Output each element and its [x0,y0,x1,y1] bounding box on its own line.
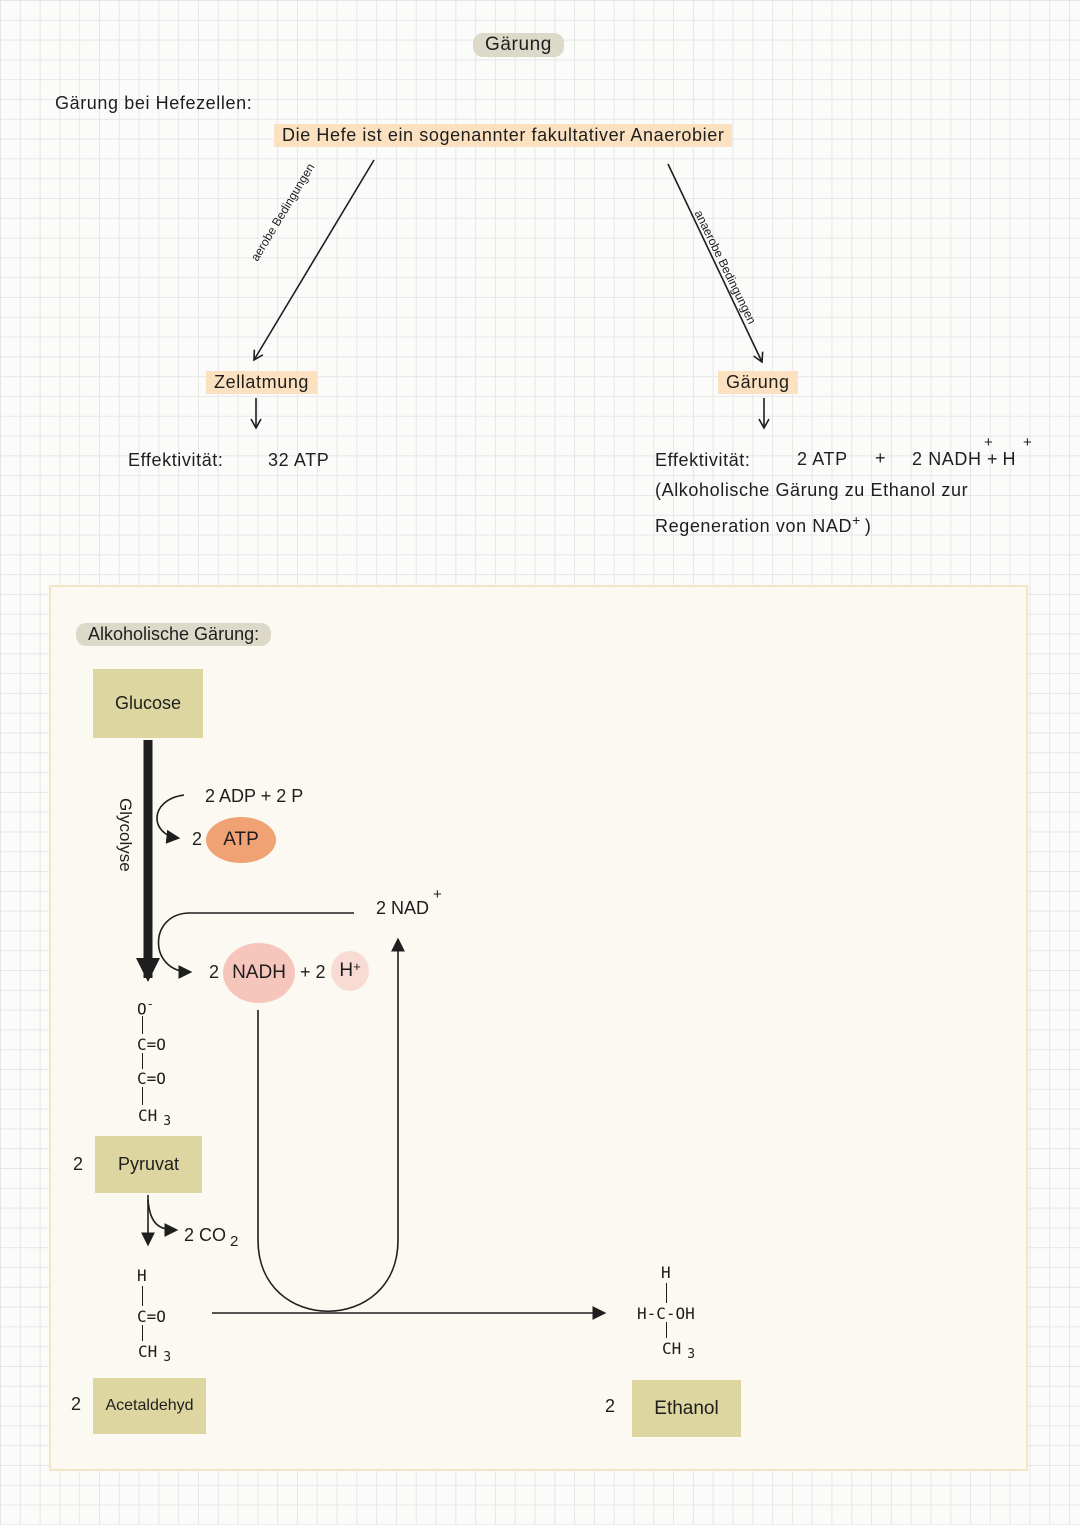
note-line2-charge: + [852,512,861,528]
acetaldehyde-ch-sub: 3 [163,1350,172,1366]
anaerobic-arrow [667,163,764,364]
bond-line [142,1053,143,1069]
nadh-return-loop [257,937,405,1312]
acetaldehyde-carbonyl: C=O [137,1307,166,1326]
glycolysis-label: Glycolyse [116,798,135,872]
note-line2-prefix: Regeneration von NAD [655,516,853,536]
nad-charge: + [433,886,442,903]
co2-text: 2 CO [184,1225,227,1245]
pyruvate-ch-sub: 3 [163,1114,172,1130]
pyruvate-coefficient: 2 [73,1154,84,1174]
acetaldehyde-label: Acetaldehyd [105,1397,194,1414]
anaerobic-nadh-charge: + [984,434,993,451]
pyruvate-o-label: O [137,999,147,1019]
pyruvate-box: Pyruvat [95,1136,202,1193]
bond-line [142,1016,143,1034]
glucose-box: Glucose [93,669,203,738]
glucose-label: Glucose [114,693,182,713]
bond-line [142,1087,143,1105]
atp-label: ATP [223,829,259,850]
bond-line [666,1283,667,1303]
pyruvate-carbonyl-1: C=O [137,1035,166,1054]
acetaldehyde-box: Acetaldehyd [93,1378,206,1434]
anaerobic-plus-h: + H [987,449,1016,469]
bond-line [142,1286,143,1306]
gaerung-label: Gärung [718,371,798,394]
pyruvate-methyl: CH 3 [138,1106,171,1129]
pyruvate-label: Pyruvat [117,1154,180,1174]
ethanol-box: Ethanol [632,1380,741,1437]
h-circle: H+ [331,951,369,991]
page-title: Gärung [473,33,564,57]
anaerobic-note-line1: (Alkoholische Gärung zu Ethanol zur [655,480,969,500]
anaerobic-nadh: 2 NADH [912,449,982,469]
anaerobic-atp: 2 ATP [797,449,848,469]
atp-curved-arrow [156,794,185,844]
pyruvate-ch-label: CH [138,1106,158,1125]
atp-coefficient: 2 [192,829,203,849]
pathway-title: Alkoholische Gärung: [76,623,272,646]
h-charge: + [353,958,361,974]
nadh-circle: NADH [223,943,295,1003]
acetaldehyde-ch-label: CH [138,1342,158,1361]
zellatmung-label: Zellatmung [206,371,318,394]
pathway-panel [49,585,1028,1471]
acetaldehyde-hydrogen: H [137,1266,147,1285]
bond-line [142,1325,143,1341]
section-label: Gärung bei Hefezellen: [55,93,253,113]
nadh-label: NADH [232,962,286,983]
ethanol-ch-sub: 3 [687,1347,696,1363]
note-line2-suffix: ) [864,516,872,536]
aerobic-effectivity-label: Effektivität: [128,450,224,470]
ethanol-coefficient: 2 [605,1396,616,1416]
nad-label: 2 NAD [376,898,430,918]
co2-release-arrow [147,1199,179,1237]
anaerobic-note-line2: Regeneration von NAD+) [655,512,872,537]
acetaldehyde-coefficient: 2 [71,1394,82,1414]
nad-to-nadh-arrow [157,912,354,979]
anaerobic-effectivity-label: Effektivität: [655,450,751,470]
nadh-coefficient: 2 [209,962,220,982]
acetaldehyde-methyl: CH 3 [138,1342,171,1365]
atp-circle: ATP [206,817,276,863]
anaerobic-h-charge: + [1023,434,1032,451]
ethanol-methyl: CH 3 [662,1339,695,1362]
ethanol-carbinol: H-C-OH [637,1304,695,1323]
bond-line [666,1322,667,1338]
pyruvate-carbonyl-2: C=O [137,1069,166,1088]
anaerobic-plus: + [875,448,886,468]
yeast-statement: Die Hefe ist ein sogenannter fakultative… [274,124,733,147]
h-label: H [339,960,354,981]
h-prefix: + 2 [300,962,326,982]
ethanol-ch-label: CH [662,1339,682,1358]
ethanol-label: Ethanol [654,1397,719,1419]
aerobic-effectivity-value: 32 ATP [268,450,330,470]
ethanol-hydrogen: H [661,1263,671,1282]
co2-sub: 2 [230,1232,239,1250]
adp-label: 2 ADP + 2 P [205,786,304,806]
aerobic-arrow [253,159,375,362]
pyruvate-oxygen: O- [137,997,154,1018]
pyruvate-o-charge: - [146,997,154,1011]
